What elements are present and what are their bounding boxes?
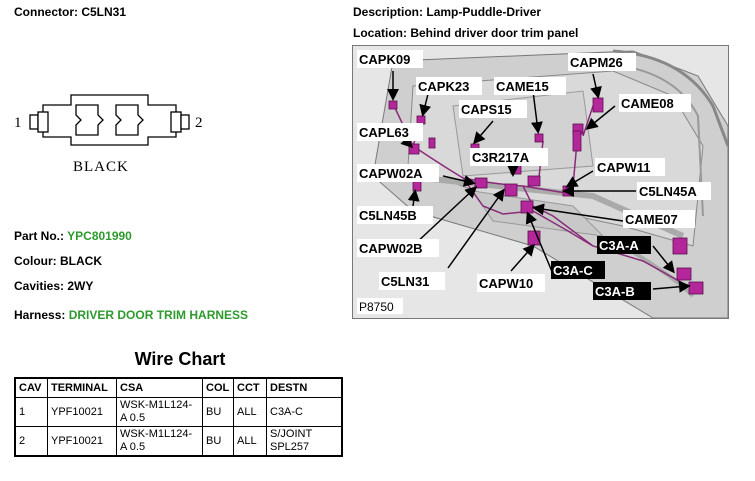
callout-capk09: CAPK09 [357, 50, 423, 68]
callout-capw02b: CAPW02B [357, 239, 439, 257]
svg-text:CAME08: CAME08 [621, 96, 674, 111]
latch-right-inner [170, 111, 182, 133]
callout-c5ln45a: C5LN45A [637, 182, 711, 200]
svg-text:CAPW02B: CAPW02B [359, 241, 423, 256]
callout-capw11: CAPW11 [595, 158, 665, 176]
callout-leaders [387, 71, 691, 293]
connector-housing [42, 94, 177, 146]
cavities-line: Cavities: 2WY [14, 279, 93, 293]
svg-text:CAPW11: CAPW11 [597, 160, 650, 175]
callout-caps15: CAPS15 [459, 100, 527, 118]
callout-c3r217a: C3R217A [470, 148, 548, 166]
connector-label: Connector: [14, 5, 78, 19]
cell-col: BU [202, 397, 234, 427]
location-illustration: CAPK09 CAPK23 CAME15 CAPM26 CAPS15 CAME0… [352, 45, 729, 319]
cell-csa: WSK-M1L124-A 0.5 [116, 426, 203, 457]
part-no-line: Part No.: YPC801990 [14, 229, 132, 243]
svg-text:C3A-A: C3A-A [599, 238, 639, 253]
cell-csa: WSK-M1L124-A 0.5 [116, 397, 203, 427]
cell-terminal: YPF10021 [47, 426, 117, 457]
table-row: 2 YPF10021 WSK-M1L124-A 0.5 BU ALL S/JOI… [14, 426, 343, 457]
description-label: Description: [353, 5, 424, 19]
header-cav: CAV [14, 377, 48, 398]
callout-c3a-b: C3A-B [593, 282, 651, 300]
header-cct: CCT [233, 377, 267, 398]
callout-c5ln45b: C5LN45B [357, 206, 433, 224]
callout-c5ln31: C5LN31 [379, 272, 445, 290]
header-col: COL [202, 377, 234, 398]
svg-text:C5LN45A: C5LN45A [639, 184, 697, 199]
description-line: Description: Lamp-Puddle-Driver [353, 5, 541, 19]
header-terminal: TERMINAL [47, 377, 117, 398]
header-csa: CSA [116, 377, 203, 398]
svg-text:CAME15: CAME15 [496, 79, 549, 94]
wire-chart-header-row: CAV TERMINAL CSA COL CCT DESTN [14, 377, 343, 398]
callout-came08: CAME08 [619, 94, 691, 112]
table-row: 1 YPF10021 WSK-M1L124-A 0.5 BU ALL C3A-C [14, 397, 343, 427]
svg-text:CAME07: CAME07 [625, 212, 678, 227]
svg-text:C3R217A: C3R217A [472, 150, 530, 165]
colour-line: Colour: BLACK [14, 254, 102, 268]
cell-destn: S/JOINT SPL257 [266, 426, 343, 457]
svg-text:C3A-C: C3A-C [553, 263, 593, 278]
callout-capl63: CAPL63 [357, 123, 423, 141]
description-value: Lamp-Puddle-Driver [426, 5, 542, 19]
cell-cav: 1 [14, 397, 48, 427]
callout-came07: CAME07 [623, 210, 695, 228]
part-no-value: YPC801990 [67, 229, 132, 243]
cell-cct: ALL [233, 397, 267, 427]
connector-line: Connector: C5LN31 [14, 5, 126, 19]
callout-c3a-a: C3A-A [597, 236, 651, 254]
connector-value: C5LN31 [81, 5, 127, 19]
cell-cav: 2 [14, 426, 48, 457]
cell-destn: C3A-C [266, 397, 343, 427]
latch-left-outer [29, 114, 39, 130]
callout-capk23: CAPK23 [416, 77, 482, 95]
wire-chart-title: Wire Chart [134, 349, 226, 369]
latch-right-outer [180, 114, 190, 130]
svg-text:CAPK09: CAPK09 [359, 52, 410, 67]
callout-c3a-c: C3A-C [551, 261, 605, 279]
connector-color-label: BLACK [73, 159, 129, 175]
part-no-label: Part No.: [14, 229, 65, 243]
callout-came15: CAME15 [494, 77, 566, 95]
callout-capw10: CAPW10 [477, 274, 545, 292]
cavities-value: 2WY [67, 279, 94, 293]
callout-capw02a: CAPW02A [357, 164, 439, 182]
cell-col: BU [202, 426, 234, 457]
callout-capm26: CAPM26 [568, 53, 636, 71]
connector-face-diagram: 1 2 BLACK [14, 94, 203, 175]
harness-value: DRIVER DOOR TRIM HARNESS [68, 308, 249, 322]
photo-reference: P8750 [359, 300, 394, 314]
cavity-1 [75, 104, 104, 136]
svg-text:CAPM26: CAPM26 [570, 55, 623, 70]
colour-label: Colour: [14, 254, 57, 268]
location-line: Location: Behind driver door trim panel [353, 26, 578, 40]
harness-line: Harness: DRIVER DOOR TRIM HARNESS [14, 308, 248, 322]
cavity-2 [115, 104, 144, 136]
svg-text:CAPL63: CAPL63 [359, 125, 409, 140]
svg-text:CAPS15: CAPS15 [461, 102, 512, 117]
colour-value: BLACK [60, 254, 102, 268]
location-value: Behind driver door trim panel [410, 26, 579, 40]
cell-terminal: YPF10021 [47, 397, 117, 427]
cell-cct: ALL [233, 426, 267, 457]
svg-text:C3A-B: C3A-B [595, 284, 635, 299]
harness-label: Harness: [14, 308, 66, 322]
svg-text:CAPK23: CAPK23 [418, 79, 469, 94]
pin-2-label: 2 [195, 115, 203, 131]
latch-left-inner [37, 111, 49, 133]
svg-text:CAPW10: CAPW10 [479, 276, 533, 291]
wire-chart-table: CAV TERMINAL CSA COL CCT DESTN 1 YPF1002… [14, 377, 343, 457]
svg-text:CAPW02A: CAPW02A [359, 166, 423, 181]
svg-text:C5LN31: C5LN31 [381, 274, 429, 289]
location-label: Location: [353, 26, 407, 40]
header-destn: DESTN [266, 377, 343, 398]
pin-1-label: 1 [14, 115, 22, 131]
cavities-label: Cavities: [14, 279, 65, 293]
svg-text:C5LN45B: C5LN45B [359, 208, 417, 223]
